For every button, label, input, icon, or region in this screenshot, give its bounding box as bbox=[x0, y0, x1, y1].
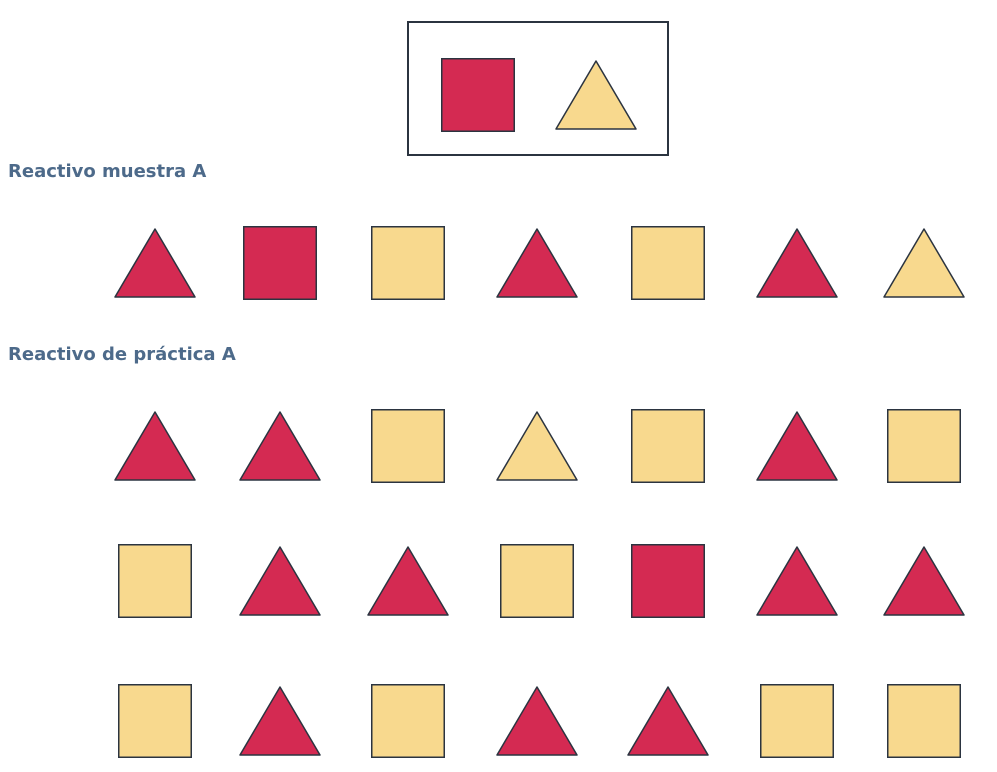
practice-row2-red-triangle bbox=[367, 546, 449, 616]
practice-row3-red-triangle bbox=[627, 686, 709, 756]
practice-row3-red-triangle bbox=[496, 686, 578, 756]
sample-section-title: Reactivo muestra A bbox=[8, 161, 207, 182]
practice-row3-yellow-square bbox=[887, 684, 961, 758]
practice-row1-red-triangle bbox=[114, 411, 196, 481]
practice-row3-yellow-square bbox=[118, 684, 192, 758]
practice-row1-yellow-triangle bbox=[496, 411, 578, 481]
practice-row2-yellow-square bbox=[500, 544, 574, 618]
practice-row2-red-square bbox=[631, 544, 705, 618]
sample-red-triangle bbox=[114, 228, 196, 298]
practice-row2-red-triangle bbox=[883, 546, 965, 616]
practice-row1-yellow-square bbox=[631, 409, 705, 483]
sample-yellow-square bbox=[631, 226, 705, 300]
practice-row2-red-triangle bbox=[239, 546, 321, 616]
practice-row1-yellow-square bbox=[371, 409, 445, 483]
practice-row2-yellow-square bbox=[118, 544, 192, 618]
target-box bbox=[407, 21, 669, 156]
practice-row2-red-triangle bbox=[756, 546, 838, 616]
practice-section-title: Reactivo de práctica A bbox=[8, 344, 236, 365]
practice-row3-yellow-square bbox=[371, 684, 445, 758]
target-red-square bbox=[441, 58, 515, 132]
practice-row1-red-triangle bbox=[756, 411, 838, 481]
sample-red-square bbox=[243, 226, 317, 300]
sample-yellow-triangle bbox=[883, 228, 965, 298]
practice-row3-red-triangle bbox=[239, 686, 321, 756]
practice-row1-red-triangle bbox=[239, 411, 321, 481]
target-yellow-triangle bbox=[555, 60, 637, 130]
sample-yellow-square bbox=[371, 226, 445, 300]
sample-red-triangle bbox=[496, 228, 578, 298]
sample-red-triangle bbox=[756, 228, 838, 298]
practice-row3-yellow-square bbox=[760, 684, 834, 758]
practice-row1-yellow-square bbox=[887, 409, 961, 483]
